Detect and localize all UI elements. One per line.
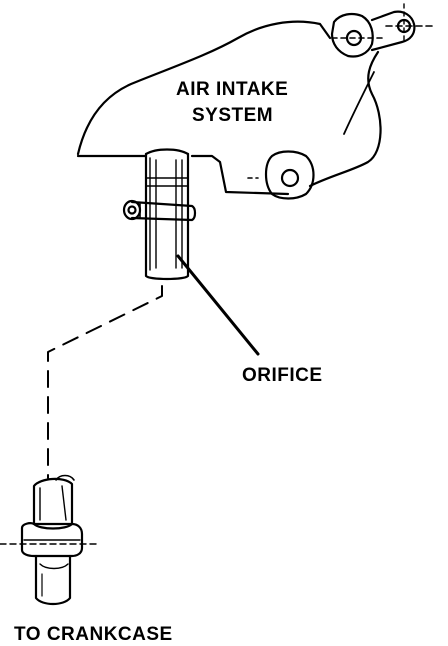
air-intake-housing <box>76 20 382 200</box>
to-crankcase-label: TO CRANKCASE <box>14 624 173 645</box>
bracket-linkage <box>330 3 437 58</box>
orifice-leader-line <box>176 254 260 356</box>
orifice-hose-fitting <box>144 148 190 281</box>
system-label: SYSTEM <box>192 105 274 126</box>
hose-dashed-path <box>47 285 163 479</box>
air-intake-label: AIR INTAKE <box>176 79 289 100</box>
crankcase-fitting <box>0 474 97 606</box>
orifice-label: ORIFICE <box>242 365 323 386</box>
hose-clamp <box>122 199 197 222</box>
